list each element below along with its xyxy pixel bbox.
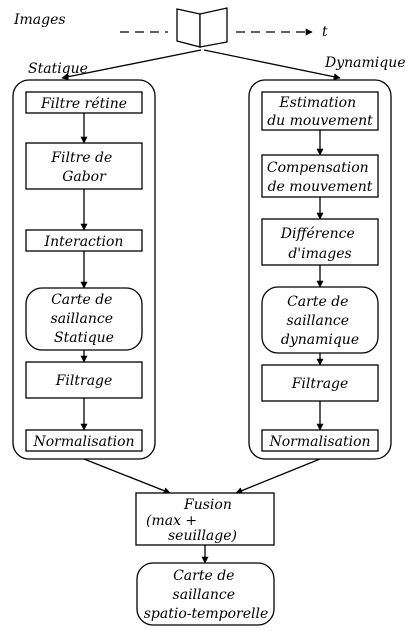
dynamic-motion-estimation-label: Estimation du mouvement bbox=[267, 95, 373, 129]
dynamic-motion-compensation-box bbox=[261, 154, 379, 198]
dynamic-motion-compensation-label: Compensation de mouvement bbox=[267, 160, 373, 195]
static-retina-filter-label: Filtre rétine bbox=[40, 96, 127, 112]
output-saliency-map-label: Carte de saillance spatio-temporelle bbox=[144, 568, 269, 622]
dynamic-normalization-label: Normalisation bbox=[268, 434, 370, 450]
fusion-box bbox=[135, 492, 275, 546]
fusion-label: Fusion (max + seuillage) bbox=[146, 497, 237, 544]
static-filtering-label: Filtrage bbox=[55, 373, 113, 389]
static-gabor-filter-label: Filtre de Gabor bbox=[50, 150, 116, 185]
dynamic-filtering-box bbox=[261, 364, 379, 402]
arrow-static-to-fusion bbox=[83, 458, 171, 494]
arrow-images-to-dynamic bbox=[203, 49, 341, 81]
static-branch-title: Statique bbox=[28, 61, 88, 77]
time-label: t bbox=[322, 24, 328, 40]
dynamic-image-difference-label: Différence d'images bbox=[280, 226, 359, 262]
static-saliency-map-label: Carte de saillance Statique bbox=[51, 292, 118, 346]
static-filtering-box bbox=[25, 361, 143, 399]
arrow-dynamic-to-fusion bbox=[235, 458, 321, 494]
image-frames-icon bbox=[176, 7, 228, 48]
dynamic-filtering-label: Filtrage bbox=[291, 376, 349, 392]
arrow-images-to-static bbox=[61, 49, 202, 81]
images-label: Images bbox=[13, 12, 66, 28]
dynamic-saliency-map-label: Carte de saillance dynamique bbox=[281, 294, 359, 348]
static-interaction-label: Interaction bbox=[44, 234, 124, 250]
dynamic-motion-estimation-box bbox=[261, 91, 379, 131]
static-normalization-label: Normalisation bbox=[32, 434, 134, 450]
static-gabor-filter-box bbox=[25, 142, 143, 190]
output-saliency-map-box bbox=[136, 562, 275, 626]
dynamic-branch-title: Dynamique bbox=[324, 55, 406, 71]
